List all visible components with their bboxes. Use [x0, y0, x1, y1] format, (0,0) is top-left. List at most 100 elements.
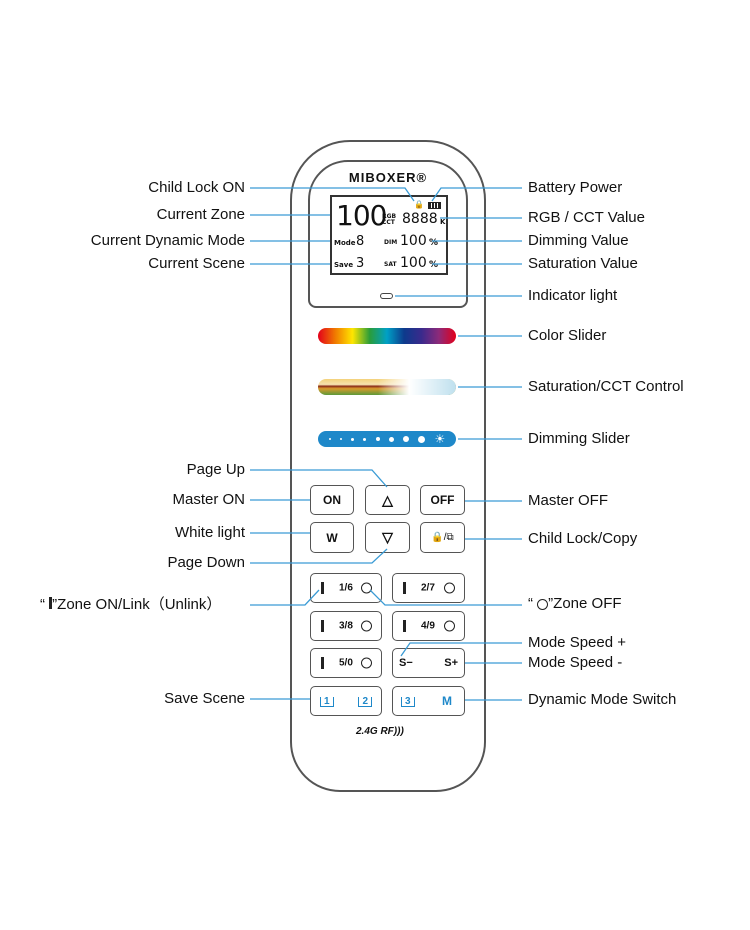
label-current-zone: Current Zone: [156, 206, 245, 223]
label-dynamic-mode-switch: Dynamic Mode Switch: [528, 691, 677, 708]
zone-button-5-0[interactable]: 5/0: [310, 648, 382, 678]
sun-icon: ☀: [434, 432, 446, 446]
label-mode-speed-plus: Mode Speed +: [528, 634, 626, 651]
dynamic-mode-button[interactable]: 3 M: [392, 686, 465, 716]
zone-off-icon: [361, 620, 372, 632]
label-child-lock-on: Child Lock ON: [148, 179, 245, 196]
master-off-button[interactable]: OFF: [420, 485, 465, 515]
lcd-zone: 100: [336, 199, 387, 232]
label-page-down: Page Down: [167, 554, 245, 571]
lcd-value: 8888: [402, 211, 438, 227]
mode-speed-button[interactable]: S− S+: [392, 648, 465, 678]
scene-2: 2: [358, 697, 372, 708]
label-mode-speed-minus: Mode Speed -: [528, 654, 623, 671]
zone-on-text: ”Zone ON/Link（Unlink）: [52, 596, 222, 613]
page-up-button[interactable]: △: [365, 485, 410, 515]
save-scene-button[interactable]: 1 2: [310, 686, 382, 716]
lcd-sat-value: 100: [400, 255, 427, 271]
brightness-dot: [351, 437, 355, 441]
quote-open: “: [40, 596, 45, 613]
scene-3: 3: [401, 697, 415, 708]
lcd-unit: K: [440, 218, 446, 226]
signal-icon: ))): [393, 726, 404, 737]
lcd-dim-value: 100: [400, 233, 427, 249]
zone-on-icon: [321, 657, 324, 669]
display-frame: [308, 160, 468, 308]
brightness-dot: [375, 437, 380, 441]
zone-label: 3/8: [339, 620, 353, 632]
label-color-slider: Color Slider: [528, 327, 607, 344]
zone-off-icon: [361, 582, 372, 594]
label-white-light: White light: [174, 524, 245, 541]
label-master-on: Master ON: [172, 491, 245, 508]
zone-on-icon: [403, 582, 406, 594]
lcd-rgb: RGB: [382, 213, 397, 220]
label-saturation-value: Saturation Value: [528, 255, 638, 272]
brightness-dot: [339, 438, 342, 440]
rf-text: 2.4G RF: [356, 726, 394, 737]
zone-off-text: ”Zone OFF: [548, 595, 622, 612]
indicator-light: [380, 293, 393, 299]
zone-off-icon: [361, 657, 372, 669]
zone-off-icon: [444, 620, 455, 632]
zone-on-icon: [403, 620, 406, 632]
saturation-cct-slider[interactable]: [318, 379, 456, 395]
bar-icon: [49, 597, 53, 609]
battery-icon: [428, 202, 441, 209]
zone-on-icon: [321, 620, 324, 632]
callout-line: [250, 589, 320, 606]
brightness-dot: [328, 438, 331, 440]
label-save-scene: Save Scene: [164, 690, 245, 707]
callout-line: [250, 187, 415, 202]
callout-line: [431, 187, 522, 202]
label-child-lock-copy: Child Lock/Copy: [528, 530, 638, 547]
child-lock-copy-button[interactable]: 🔒/⧉: [420, 522, 465, 553]
speed-plus-label: S+: [444, 657, 458, 669]
zone-button-2-7[interactable]: 2/7: [392, 573, 465, 603]
callout-line: [250, 469, 388, 488]
brightness-dot: [403, 436, 410, 442]
lcd-cct: CCT: [382, 219, 395, 226]
zone-button-4-9[interactable]: 4/9: [392, 611, 465, 641]
lcd-save-value: 3: [356, 256, 365, 271]
label-rgb-cct-value: RGB / CCT Value: [528, 209, 645, 226]
lcd-mode-label: Mode: [334, 239, 356, 247]
lock-icon: 🔒: [414, 200, 424, 209]
label-battery-power: Battery Power: [528, 179, 623, 196]
lcd-mode-value: 8: [356, 234, 365, 249]
master-on-button[interactable]: ON: [310, 485, 354, 515]
label-current-dynamic-mode: Current Dynamic Mode: [90, 232, 245, 249]
zone-off-icon: [444, 582, 455, 594]
zone-label: 1/6: [339, 582, 353, 594]
lcd-sat-percent: %: [429, 260, 439, 270]
color-slider[interactable]: [318, 328, 456, 344]
lcd-dim-label: DIM: [384, 239, 398, 246]
scene-1: 1: [320, 697, 334, 708]
brand-logo: MIBOXER®: [348, 170, 428, 185]
label-dimming-slider: Dimming Slider: [528, 430, 630, 447]
callout-line: [250, 548, 388, 564]
rf-label: 2.4G RF))): [356, 726, 404, 737]
zone-label: 4/9: [421, 620, 435, 632]
quote-open: “: [528, 595, 533, 612]
label-indicator-light: Indicator light: [528, 287, 618, 304]
zone-button-3-8[interactable]: 3/8: [310, 611, 382, 641]
label-dimming-value: Dimming Value: [528, 232, 629, 249]
lcd-dim-percent: %: [429, 238, 439, 248]
dimming-slider[interactable]: ☀: [318, 431, 456, 447]
label-current-scene: Current Scene: [148, 255, 245, 272]
zone-label: 5/0: [339, 657, 353, 669]
brightness-dot: [363, 437, 367, 441]
brightness-dot: [388, 436, 394, 442]
label-master-off: Master OFF: [528, 492, 609, 509]
callout-line: [400, 642, 522, 657]
brightness-dot: [418, 435, 426, 443]
label-zone-off: “ ”Zone OFF: [528, 595, 622, 613]
zone-button-1-6[interactable]: 1/6: [310, 573, 382, 603]
label-saturation-cct: Saturation/CCT Control: [528, 378, 684, 395]
page-down-button[interactable]: ▽: [365, 522, 410, 553]
white-light-button[interactable]: W: [310, 522, 354, 553]
circle-icon: [537, 599, 549, 610]
